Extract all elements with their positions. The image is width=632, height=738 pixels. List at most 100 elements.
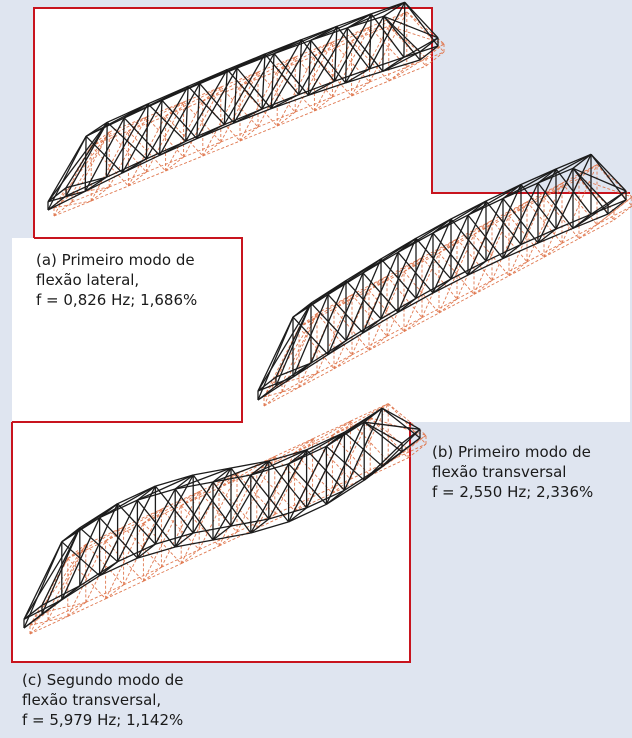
truss-b-deformed-diagonal: [362, 272, 399, 313]
truss-c-undeformed-strut: [294, 438, 313, 454]
truss-c-deformed-strut: [401, 437, 421, 453]
truss-c-undeformed-chord: [123, 566, 162, 586]
truss-a-deformed-bracing: [347, 1, 406, 29]
truss-a-undeformed-strut: [388, 11, 408, 27]
truss-a-undeformed-chord: [91, 130, 129, 147]
truss-c-undeformed-diagonal: [67, 558, 106, 600]
truss-c-deformed-chord: [381, 407, 421, 430]
truss-b-undeformed-chord: [368, 331, 405, 351]
truss-a-deformed-vertical: [298, 39, 303, 95]
truss-c-undeformed-chord: [350, 461, 389, 480]
truss-c-undeformed-chord: [161, 549, 200, 568]
truss-a-deformed-vertical: [145, 103, 149, 159]
caption-b-line3: f = 2,550 Hz; 2,336%: [432, 483, 594, 501]
truss-a-deformed-chord: [404, 1, 439, 39]
truss-b-deformed-chord: [397, 292, 434, 313]
truss-c-deformed-chord: [155, 532, 194, 545]
truss-b-deformed-bracing: [537, 153, 592, 184]
truss-c-deformed-strut: [23, 604, 43, 620]
truss-a-deformed-strut: [308, 80, 335, 96]
truss-c-deformed-strut: [250, 518, 270, 534]
caption-c-line1: (c) Segundo modo de: [22, 671, 184, 689]
truss-b-undeformed-strut: [333, 294, 353, 310]
truss-a-undeformed-strut: [276, 111, 296, 127]
truss-b-deformed-diagonal: [257, 316, 294, 401]
truss-a-deformed-strut: [122, 158, 147, 174]
truss-c-deformed-chord: [344, 465, 383, 491]
truss-a-undeformed-strut: [53, 193, 73, 209]
truss-a-undeformed-diagonal: [146, 101, 184, 173]
truss-c-deformed-diagonal: [250, 474, 290, 523]
truss-a-deformed-chord: [84, 172, 123, 192]
truss-c-deformed-chord: [137, 546, 176, 559]
truss-c-deformed-chord: [193, 467, 232, 476]
truss-b-undeformed-chord: [473, 275, 510, 295]
truss-c-deformed-diagonal: [23, 599, 63, 620]
truss-c-deformed-strut: [212, 467, 232, 483]
truss-a-deformed-diagonal: [187, 85, 225, 126]
truss-a-undeformed-chord: [295, 96, 333, 113]
truss-a-undeformed-strut: [314, 96, 333, 112]
truss-a-deformed-bracing: [273, 25, 338, 55]
truss-b-undeformed-strut: [368, 275, 388, 291]
truss-a-undeformed-chord: [388, 65, 427, 82]
truss-a-undeformed-diagonal: [351, 25, 390, 97]
truss-c-deformed-chord: [155, 474, 194, 487]
truss-b-deformed-chord: [432, 274, 469, 294]
truss-a-deformed-vertical: [403, 2, 406, 58]
truss-a-undeformed-chord: [277, 110, 315, 127]
truss-b-undeformed-bracing: [263, 313, 318, 398]
truss-a-deformed-diagonal: [65, 121, 108, 197]
truss-b-undeformed-chord: [281, 313, 318, 384]
truss-a-undeformed-diagonal: [183, 101, 222, 143]
truss-b-deformed-strut: [397, 297, 417, 313]
truss-c-undeformed-chord: [67, 598, 106, 617]
truss-a-deformed-strut: [233, 108, 263, 124]
truss-c-undeformed-bracing: [332, 403, 389, 436]
truss-c-undeformed-strut: [407, 434, 427, 450]
truss-c-undeformed-chord: [294, 492, 333, 512]
truss-b-undeformed-bracing: [543, 164, 598, 198]
panel-a-fill: [12, 8, 630, 422]
truss-c-undeformed-chord: [218, 469, 257, 489]
truss-a-undeformed-chord: [406, 51, 445, 68]
truss-c-undeformed-chord: [161, 491, 200, 510]
truss-a-deformed-strut: [47, 187, 67, 203]
truss-a-undeformed-diagonal: [369, 26, 408, 68]
truss-a-undeformed-strut: [202, 86, 222, 102]
truss-a-deformed-chord: [270, 94, 309, 110]
truss-b-deformed-chord: [362, 311, 399, 334]
truss-c-deformed-diagonal: [41, 585, 81, 606]
truss-b-undeformed-bracing: [333, 275, 388, 310]
truss-c-deformed-diagonal: [79, 527, 119, 563]
truss-a-deformed-chord: [383, 15, 421, 53]
truss-b-undeformed-strut: [368, 335, 388, 351]
truss-b-undeformed-strut: [473, 280, 493, 295]
panel-c-border: [11, 422, 411, 663]
truss-a-undeformed-chord: [332, 26, 370, 43]
truss-b-undeformed-strut: [403, 257, 423, 272]
truss-b-deformed-diagonal: [397, 251, 434, 294]
truss-a-deformed-chord: [65, 121, 108, 189]
truss-a-deformed-chord: [47, 190, 86, 211]
truss-b-undeformed-strut: [508, 261, 528, 277]
truss-a-undeformed-strut: [239, 71, 259, 87]
truss-a-undeformed-diagonal: [108, 116, 147, 188]
truss-b-undeformed-bracing: [368, 257, 423, 291]
truss-c-undeformed-bracing: [294, 420, 351, 454]
truss-b-undeformed-strut: [438, 298, 458, 314]
truss-b-deformed-strut: [537, 228, 557, 244]
truss-a-deformed-diagonal: [264, 53, 300, 96]
truss-c-deformed-chord: [363, 421, 403, 444]
truss-c-deformed-strut: [363, 407, 383, 423]
truss-a-undeformed-strut: [128, 171, 147, 187]
truss-c-deformed-strut: [174, 474, 194, 490]
truss-b-undeformed-strut: [298, 373, 318, 388]
truss-c-undeformed-chord: [29, 615, 68, 635]
truss-b-undeformed-strut: [333, 354, 353, 370]
truss-a-undeformed-diagonal: [90, 130, 129, 202]
truss-c-undeformed-bracing: [218, 456, 276, 489]
truss-c-undeformed-chord: [274, 496, 313, 515]
truss-b-deformed-bracing: [572, 167, 627, 192]
truss-b-undeformed-strut: [298, 313, 318, 328]
